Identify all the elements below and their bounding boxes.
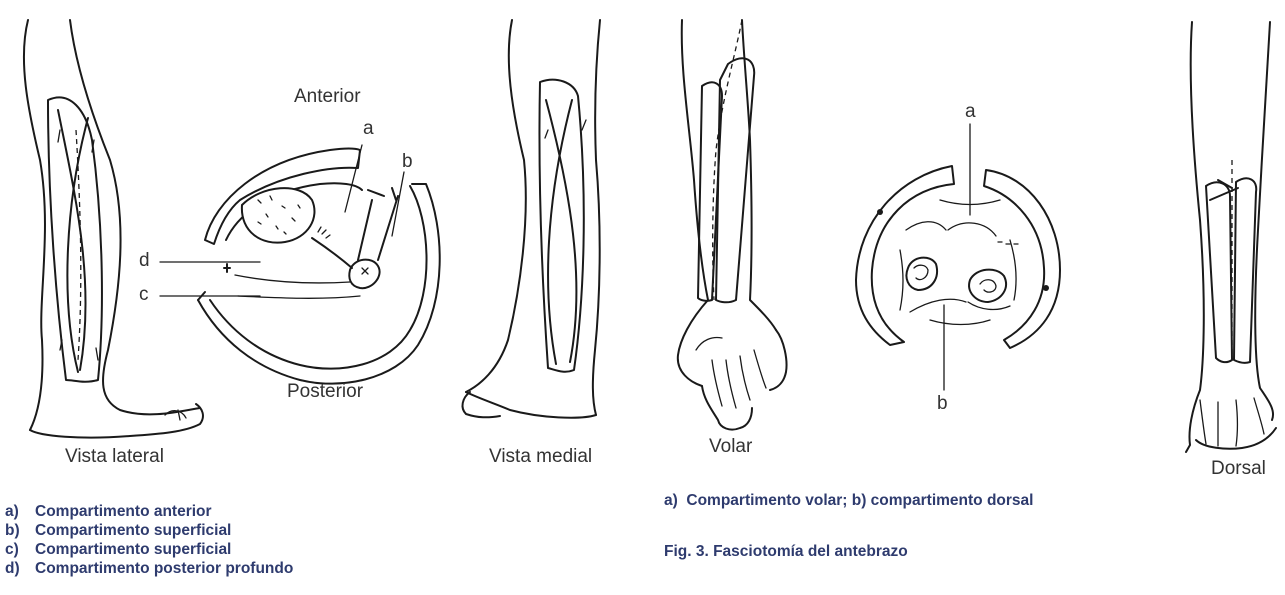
forearm-legend: a) Compartimento volar; b) compartimento…	[664, 491, 1033, 510]
leg-label-c: c	[139, 284, 149, 306]
medial-leg-drawing	[463, 20, 600, 418]
lateral-leg-drawing	[24, 20, 203, 438]
legend-text: Compartimento posterior profundo	[35, 560, 293, 577]
posterior-label: Posterior	[287, 381, 363, 403]
legend-item: b)Compartimento superficial	[5, 521, 293, 540]
forearm-label-a: a	[965, 101, 976, 123]
legend-text: Compartimento anterior	[35, 503, 212, 520]
forearm-label-b: b	[937, 393, 948, 415]
legend-key: a)	[5, 502, 35, 521]
anterior-label: Anterior	[294, 86, 361, 108]
legend-key: c)	[5, 540, 35, 559]
leg-label-b: b	[402, 151, 413, 173]
legend-item: d)Compartimento posterior profundo	[5, 559, 293, 578]
view-medial-label: Vista medial	[489, 446, 592, 468]
leg-label-d: d	[139, 250, 150, 272]
view-lateral-label: Vista lateral	[65, 446, 164, 468]
legend-item: c)Compartimento superficial	[5, 540, 293, 559]
figure-caption: Fig. 3. Fasciotomía del antebrazo	[664, 542, 908, 561]
dorsal-label: Dorsal	[1211, 458, 1266, 480]
leg-label-a: a	[363, 118, 374, 140]
legend-key: b)	[5, 521, 35, 540]
leg-cross-section-drawing	[160, 145, 440, 384]
volar-forearm-drawing	[678, 20, 787, 430]
dorsal-forearm-drawing	[1186, 22, 1276, 452]
legend-text: Compartimento superficial	[35, 541, 231, 558]
legend-key: d)	[5, 559, 35, 578]
leg-legend: a)Compartimento anterior b)Compartimento…	[5, 502, 293, 578]
volar-label: Volar	[709, 436, 752, 458]
forearm-cross-section-drawing	[856, 124, 1060, 390]
legend-item: a)Compartimento anterior	[5, 502, 293, 521]
legend-text: Compartimento superficial	[35, 522, 231, 539]
